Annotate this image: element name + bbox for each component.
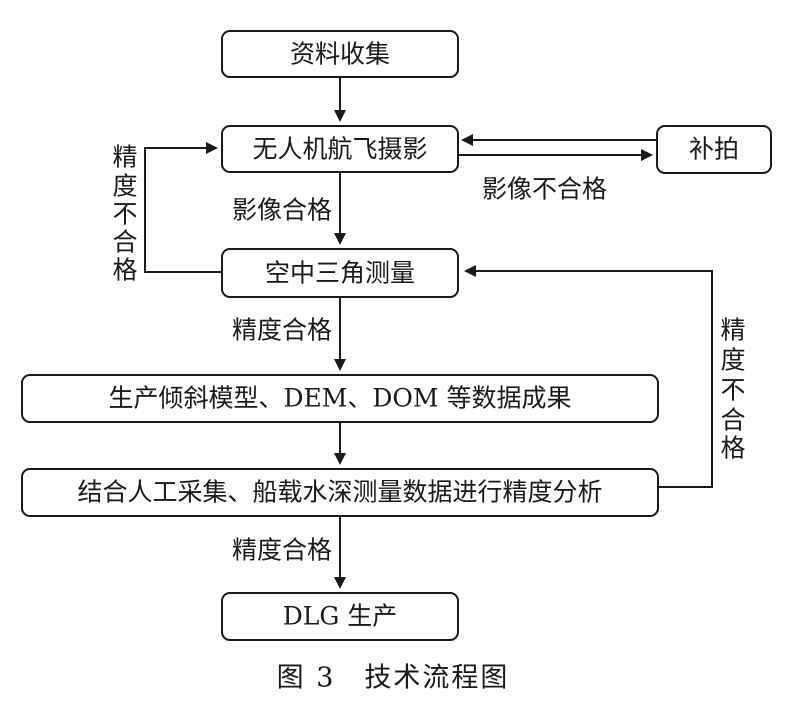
node-data-collection: 资料收集	[221, 30, 459, 78]
node-produce-models-label: 生产倾斜模型、DEM、DOM 等数据成果	[109, 384, 572, 413]
label-left-char-1: 精	[112, 143, 137, 172]
node-accuracy-analysis-label: 结合人工采集、船载水深测量数据进行精度分析	[77, 478, 602, 507]
node-aerial-triangulation: 空中三角测量	[221, 248, 459, 298]
figure-caption: 图 3 技术流程图	[277, 663, 510, 694]
node-aerial-triangulation-label: 空中三角测量	[265, 259, 415, 288]
node-rephotograph-label: 补拍	[689, 135, 739, 164]
label-left-char-5: 格	[112, 256, 137, 285]
label-right-char-2: 度	[720, 346, 745, 375]
node-produce-models: 生产倾斜模型、DEM、DOM 等数据成果	[21, 374, 659, 423]
label-right-char-4: 合	[720, 406, 745, 435]
edge-analysis-feedback-to-triangulation	[464, 265, 713, 488]
node-uav-photography-label: 无人机航飞摄影	[252, 135, 427, 164]
node-accuracy-analysis: 结合人工采集、船载水深测量数据进行精度分析	[21, 468, 659, 517]
label-image-qualified: 影像合格	[232, 196, 332, 225]
label-right-char-1: 精	[720, 316, 745, 345]
label-left-char-2: 度	[112, 172, 137, 201]
label-image-unqualified: 影像不合格	[482, 175, 607, 204]
node-dlg-production-label: DLG 生产	[283, 602, 398, 631]
label-right-char-5: 格	[720, 434, 745, 463]
node-data-collection-label: 资料收集	[290, 40, 390, 69]
label-accuracy-unqualified-left: 精 度 不 合 格	[112, 143, 137, 285]
node-dlg-production: DLG 生产	[221, 592, 459, 641]
node-uav-photography: 无人机航飞摄影	[221, 125, 459, 173]
label-accuracy-qualified-1: 精度合格	[232, 316, 332, 345]
label-left-char-3: 不	[112, 200, 137, 229]
node-rephotograph: 补拍	[656, 125, 772, 174]
label-right-char-3: 不	[720, 376, 745, 405]
label-left-char-4: 合	[112, 228, 137, 257]
label-accuracy-unqualified-right: 精 度 不 合 格	[720, 316, 745, 463]
label-accuracy-qualified-2: 精度合格	[232, 536, 332, 565]
edge-triangulation-feedback-to-uav	[144, 142, 222, 273]
